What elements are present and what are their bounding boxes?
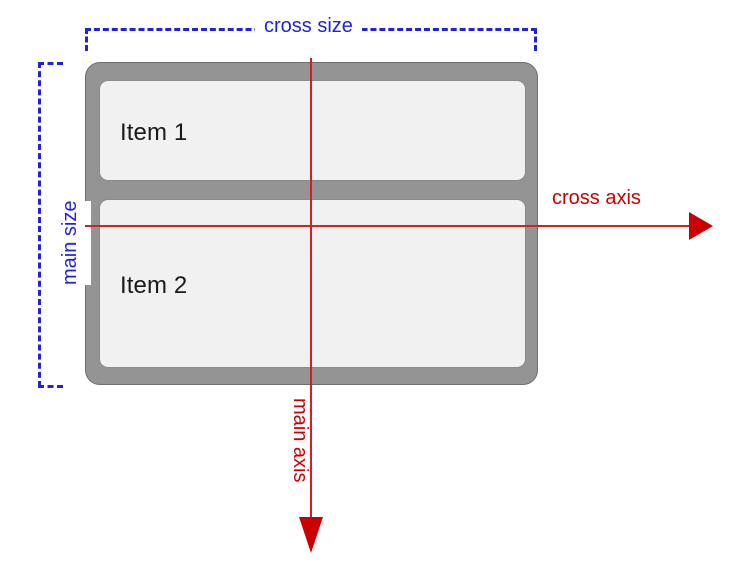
main-size-bracket-span — [38, 62, 41, 387]
main-axis-label: main axis — [289, 398, 311, 483]
cross-size-label: cross size — [255, 15, 362, 38]
main-size-bracket-tick-bottom — [38, 385, 63, 388]
cross-size-bracket-tick-right — [534, 28, 537, 51]
main-axis-arrowhead-icon — [299, 517, 323, 553]
cross-axis-label: cross axis — [552, 187, 641, 209]
flex-item-2-label: Item 2 — [120, 272, 188, 299]
main-axis-line — [310, 58, 312, 520]
cross-axis-line — [85, 225, 693, 227]
flex-item-2: Item 2 — [99, 199, 526, 368]
flex-item-1-label: Item 1 — [120, 119, 188, 146]
cross-axis-arrowhead-icon — [689, 212, 713, 240]
main-size-bracket-tick-top — [38, 62, 63, 65]
main-size-label: main size — [50, 200, 91, 285]
flex-item-1: Item 1 — [99, 80, 526, 181]
cross-size-bracket-tick-left — [85, 28, 88, 51]
